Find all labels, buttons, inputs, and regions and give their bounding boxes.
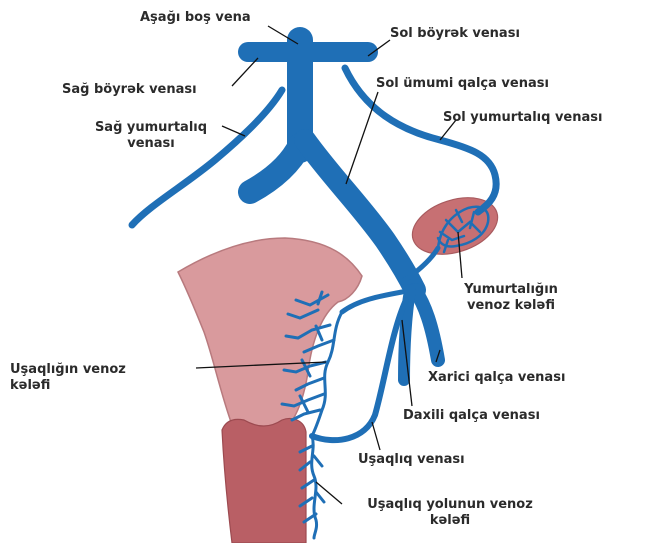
label-external-iliac-vein: Xarici qalça venası (428, 370, 566, 385)
internal-iliac-vein (398, 284, 416, 386)
label-uterine-vein: Uşaqlıq venası (358, 452, 465, 467)
label-left-ovarian-vein: Sol yumurtalıq venası (443, 110, 603, 125)
label-right-ovarian-vein: Sağ yumurtalıq venası (94, 120, 208, 151)
veins (128, 27, 500, 444)
ovarian-plexus (436, 205, 490, 254)
label-uterine-venous-plexus: Uşaqlığın venoz kələfi (10, 362, 126, 393)
label-internal-iliac-vein: Daxili qalça venası (403, 408, 540, 423)
uterus (177, 237, 363, 431)
vagina (221, 417, 307, 543)
right-common-iliac-vein (238, 133, 312, 204)
ovarian-branch (399, 245, 441, 285)
label-ovarian-venous-plexus: Yumurtalığın venoz kələfi (464, 282, 558, 313)
leader-lines (195, 25, 463, 505)
label-vaginal-venous-plexus: Uşaqlıq yolunun venoz kələfi (367, 497, 533, 528)
left-ovarian-vein (341, 64, 500, 216)
label-right-renal-vein: Sağ böyrək venası (62, 82, 197, 97)
label-inferior-vena-cava: Aşağı boş vena (140, 10, 251, 25)
right-ovarian-vein (128, 86, 286, 229)
label-left-common-iliac-vein: Sol ümumi qalça venası (376, 76, 549, 91)
label-left-renal-vein: Sol böyrək venası (390, 26, 520, 41)
uterine-branch (339, 289, 405, 315)
uterine-vein (309, 297, 409, 444)
external-iliac-vein (408, 283, 445, 367)
vaginal-plexus (298, 434, 326, 540)
